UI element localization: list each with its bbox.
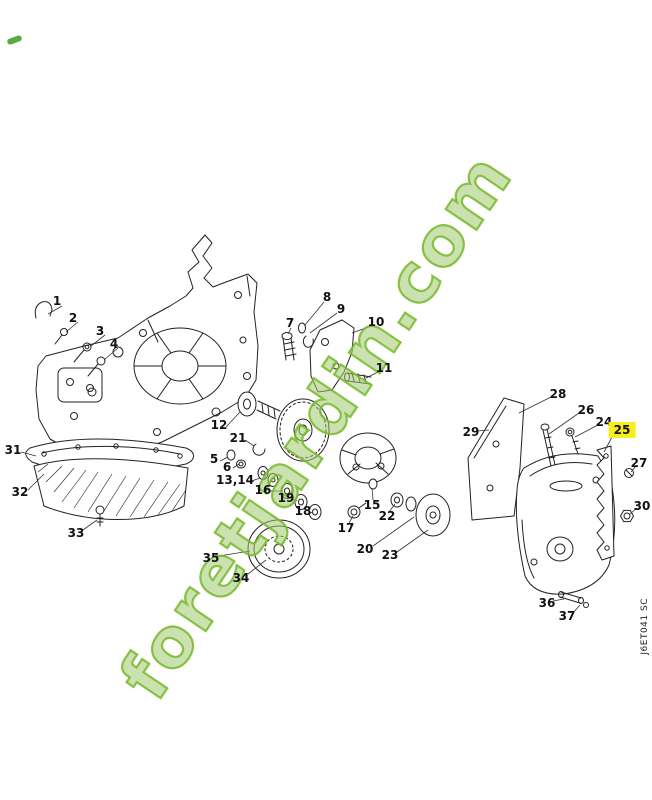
part-label-7[interactable]: 7 [285, 316, 295, 330]
leader-lines [20, 301, 638, 614]
part-label-26[interactable]: 26 [577, 403, 595, 417]
clutch-axis-parts-drawing [226, 319, 451, 537]
clutch-drum-drawing [247, 519, 311, 579]
part-label-30[interactable]: 30 [633, 499, 651, 513]
part-label-5[interactable]: 5 [209, 452, 219, 466]
part-label-3[interactable]: 3 [95, 324, 105, 338]
part-label-1[interactable]: 1 [52, 294, 62, 308]
left-fasteners-drawing [34, 301, 106, 527]
part-label-12[interactable]: 12 [210, 418, 228, 432]
part-label-2[interactable]: 2 [68, 311, 78, 325]
part-label-17[interactable]: 17 [337, 521, 355, 535]
part-label-28[interactable]: 28 [549, 387, 567, 401]
part-label-18[interactable]: 18 [294, 504, 312, 518]
part-label-24[interactable]: 24 [595, 415, 613, 429]
part-label-29[interactable]: 29 [462, 425, 480, 439]
part-label-21[interactable]: 21 [229, 431, 247, 445]
part-label-25[interactable]: 25 [608, 422, 636, 438]
part-label-23[interactable]: 23 [381, 548, 399, 562]
part-label-19[interactable]: 19 [277, 491, 295, 505]
part-label-13-14[interactable]: 13,14 [216, 473, 254, 487]
part-label-8[interactable]: 8 [322, 290, 332, 304]
part-label-37[interactable]: 37 [558, 609, 576, 623]
sprocket-cover-drawing [467, 397, 634, 608]
part-label-34[interactable]: 34 [232, 571, 250, 585]
part-label-9[interactable]: 9 [336, 302, 346, 316]
part-label-4[interactable]: 4 [109, 337, 119, 351]
part-label-35[interactable]: 35 [202, 551, 220, 565]
part-label-15[interactable]: 15 [363, 498, 381, 512]
part-label-20[interactable]: 20 [356, 542, 374, 556]
part-label-10[interactable]: 10 [367, 315, 385, 329]
part-label-36[interactable]: 36 [538, 596, 556, 610]
part-label-27[interactable]: 27 [630, 456, 648, 470]
oil-pan-drawing [33, 458, 189, 520]
part-label-11[interactable]: 11 [375, 361, 393, 375]
part-label-22[interactable]: 22 [378, 509, 396, 523]
part-label-6[interactable]: 6 [222, 460, 232, 474]
part-label-31[interactable]: 31 [4, 443, 22, 457]
diagram-code: J6ET041 SC [640, 598, 650, 655]
part-label-16[interactable]: 16 [254, 483, 272, 497]
part-label-32[interactable]: 32 [11, 485, 29, 499]
part-label-33[interactable]: 33 [67, 526, 85, 540]
